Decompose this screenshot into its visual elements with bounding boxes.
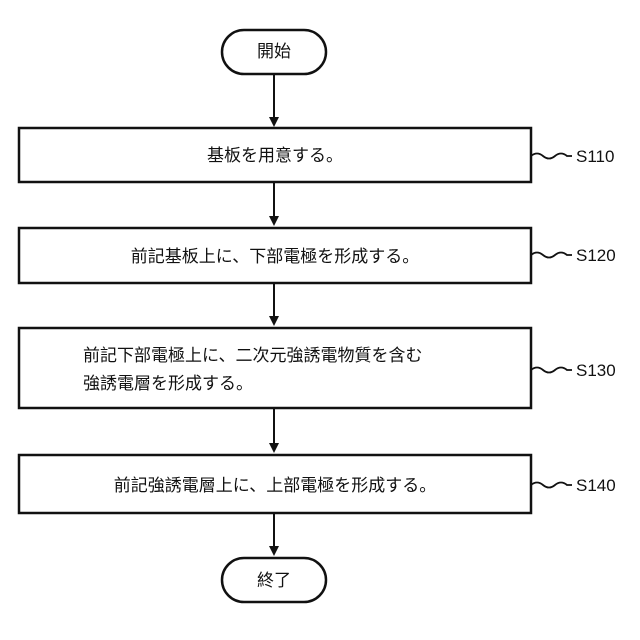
step-box-s120: 前記基板上に、下部電極を形成する。 <box>19 228 531 283</box>
step-box-s140: 前記強誘電層上に、上部電極を形成する。 <box>19 455 531 513</box>
step-id-s110: S110 <box>576 147 614 166</box>
leader-s140 <box>531 483 572 488</box>
leader-s110 <box>531 154 572 159</box>
start-label: 開始 <box>257 42 291 62</box>
step-id-s130: S130 <box>576 361 616 380</box>
step-text-s110: 基板を用意する。 <box>207 146 343 166</box>
step-box-s130: 前記下部電極上に、二次元強誘電物質を含む 強誘電層を形成する。 <box>19 328 531 408</box>
step-id-s140: S140 <box>576 476 616 495</box>
step-text-s120: 前記基板上に、下部電極を形成する。 <box>131 247 420 267</box>
step-id-s120: S120 <box>576 246 616 265</box>
end-label: 終了 <box>257 571 291 591</box>
step-text-s130-line1: 前記下部電極上に、二次元強誘電物質を含む <box>83 346 423 366</box>
step-text-s140: 前記強誘電層上に、上部電極を形成する。 <box>114 476 437 496</box>
leader-s120 <box>531 253 572 258</box>
start-terminal: 開始 <box>222 30 326 74</box>
step-text-s130-line2: 強誘電層を形成する。 <box>83 374 253 394</box>
end-terminal: 終了 <box>222 558 326 602</box>
step-box-s110: 基板を用意する。 <box>19 128 531 182</box>
leader-s130 <box>531 368 572 373</box>
